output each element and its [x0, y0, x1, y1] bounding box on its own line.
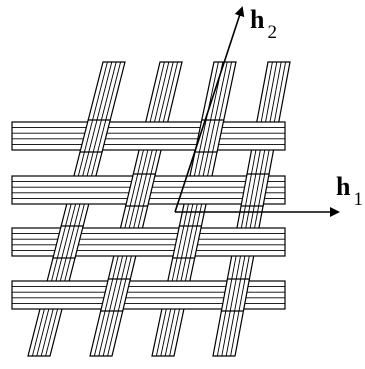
warp-yarn-segment — [171, 225, 203, 259]
weft-yarn — [11, 121, 286, 151]
warp-yarn-segment — [220, 278, 251, 312]
warp-yarn-segment — [79, 119, 111, 153]
weft-yarn — [11, 227, 286, 257]
yarn-layer — [11, 61, 291, 357]
h2-vector-arrow — [174, 6, 245, 213]
warp-yarn-segment — [52, 225, 84, 259]
warp-yarn-segment — [124, 173, 157, 207]
warp-yarn-segment — [99, 278, 132, 312]
warp-yarn-segment — [240, 173, 270, 207]
